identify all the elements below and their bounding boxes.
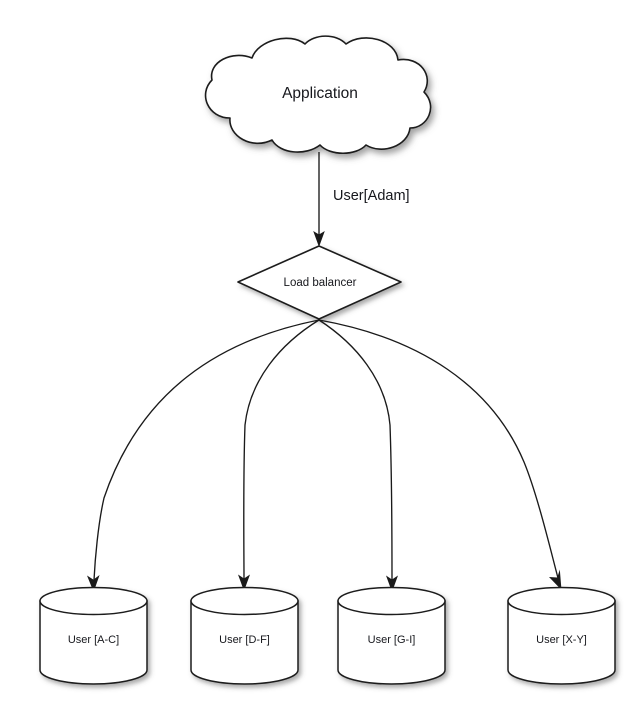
shard-4-top [507,586,616,616]
shard-2-top [190,586,299,616]
node-load-balancer[interactable]: Load balancer [237,245,402,320]
shard-1-body [39,600,148,685]
edges-balancer-to-shards [87,319,562,592]
edge-to-shard-2-arrowhead [238,574,250,591]
shard-3-label: User [G-I] [368,634,416,646]
edge-to-shard-3-arrowhead [386,575,398,592]
edge-to-shard-4-arrowhead [549,569,562,590]
cloud-shape [204,35,432,155]
edge-to-shard-3 [318,319,398,592]
shard-4-body [507,600,616,685]
shard-1-top [39,586,148,616]
application-label: Application [282,85,358,102]
diamond-shape [237,245,402,320]
shard-1-geometry [39,586,148,685]
node-shard-1[interactable]: User [A-C] [39,586,148,685]
edge-to-shard-2 [238,319,320,591]
shard-2-geometry [190,586,299,685]
edge-app-to-balancer-label: User[Adam] [333,188,410,204]
edge-to-shard-1 [87,319,320,592]
shard-3-geometry [337,586,446,685]
edge-to-shard-4-path [318,319,559,579]
shard-2-body [190,600,299,685]
shard-1-label: User [A-C] [68,634,119,646]
edge-to-shard-1-arrowhead [87,575,100,592]
shard-4-label: User [X-Y] [536,634,587,646]
load-balancer-label: Load balancer [284,277,357,289]
shard-3-body [337,600,446,685]
shard-4-geometry [507,586,616,685]
shard-2-label: User [D-F] [219,634,270,646]
node-shard-4[interactable]: User [X-Y] [507,586,616,685]
edge-app-to-balancer: User[Adam] [313,152,410,247]
node-shard-3[interactable]: User [G-I] [337,586,446,685]
shard-3-top [337,586,446,616]
node-shard-2[interactable]: User [D-F] [190,586,299,685]
node-application[interactable]: Application [204,35,432,155]
edge-to-shard-1-path [93,319,320,581]
edge-to-shard-4 [318,319,562,590]
edge-to-shard-3-path [318,319,393,581]
edge-to-shard-2-path [243,319,320,581]
edge-app-to-balancer-arrowhead [313,231,325,247]
